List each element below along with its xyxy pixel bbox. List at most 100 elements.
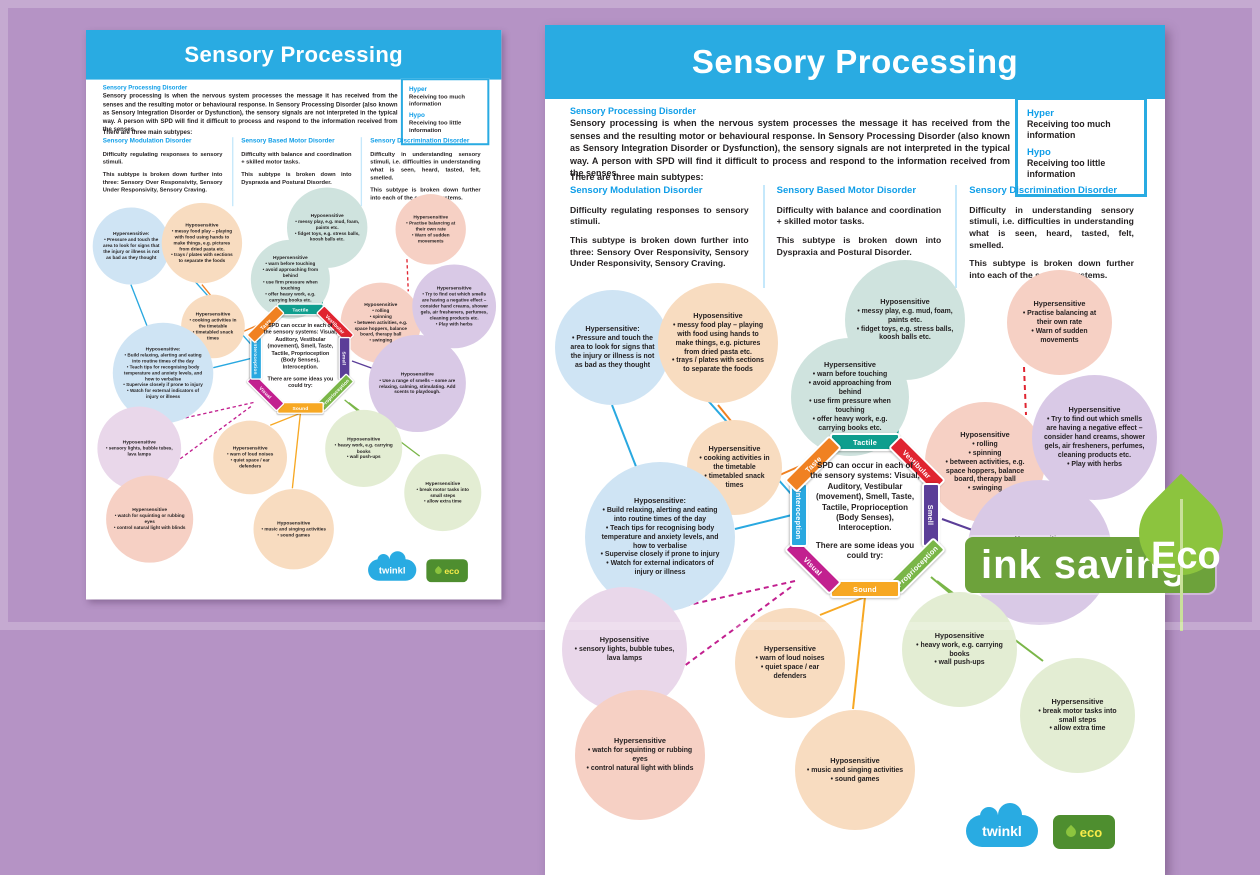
- subtype-column: Sensory Based Motor Disorder Difficulty …: [231, 137, 361, 207]
- octagon-edge-label: Interoception: [250, 336, 263, 380]
- bubble-body: • Try to find out which smells are havin…: [1043, 416, 1146, 468]
- map-bubble: Hyposensitive • music and singing activi…: [795, 710, 915, 830]
- bubble-body: • messy food play – playing with food us…: [171, 228, 233, 264]
- subtype-body-1: Difficulty regulating responses to senso…: [570, 204, 749, 227]
- bubble-heading: Hyposensitive: [934, 630, 985, 640]
- twinkl-logo: twinkl: [966, 803, 1038, 847]
- map-bubble: Hypersensitive • break motor tasks into …: [1020, 658, 1135, 773]
- bubble-heading: Hypersensitive:: [585, 324, 640, 334]
- poster-title-banner: Sensory Processing: [545, 25, 1165, 99]
- bubble-body: • Practise balancing at their own rate •…: [1022, 310, 1097, 344]
- map-bubble: Hypersensitive: • Pressure and touch the…: [92, 207, 170, 285]
- subtype-heading: Sensory Based Motor Disorder: [776, 185, 917, 196]
- bubble-body: • warn of loud noises • quiet space / ea…: [227, 452, 274, 469]
- bubble-heading: Hypersensitive: [1051, 696, 1104, 706]
- leaf-icon: [433, 565, 444, 576]
- subtypes-lead: There are three main subtypes:: [570, 172, 704, 182]
- map-bubble: Hyposensitive • messy food play – playin…: [161, 202, 243, 284]
- bubble-body: • Build relaxing, alerting and eating in…: [123, 352, 203, 400]
- subtype-heading: Sensory Based Motor Disorder: [241, 137, 335, 145]
- subtype-body-2: This subtype is broken down further into…: [570, 235, 749, 269]
- subtypes-lead: There are three main subtypes:: [102, 128, 193, 136]
- bubble-heading: Hyposensitive: [880, 296, 930, 306]
- subtype-body-2: This subtype is broken down into Dysprax…: [776, 235, 942, 257]
- map-bubble: Hyposensitive • messy food play – playin…: [658, 283, 778, 403]
- map-bubble: Hyposensitive • heavy work, e.g. carryin…: [902, 592, 1017, 707]
- map-bubble: Hypersensitive • warn of loud noises • q…: [213, 420, 287, 495]
- bubble-body: • warn before touching • avoid approachi…: [808, 371, 892, 432]
- sensory-processing-poster: Sensory Processing Sensory Processing Di…: [545, 25, 1165, 875]
- subtype-body-1: Difficulty with balance and coordination…: [776, 204, 942, 227]
- subtype-body-1: Difficulty regulating responses to senso…: [102, 150, 223, 165]
- intro-body: Sensory processing is when the nervous s…: [570, 118, 1010, 179]
- bubble-body: • Pressure and touch the area to look fo…: [103, 237, 160, 261]
- map-bubble: Hypersensitive • break motor tasks into …: [404, 454, 482, 532]
- bubble-body: • sensory lights, bubble tubes, lava lam…: [105, 446, 173, 457]
- intro-section: Sensory Processing Disorder Sensory proc…: [103, 84, 398, 134]
- map-bubble: Hypersensitive: • Pressure and touch the…: [555, 290, 670, 405]
- eco-badge-text: Eco: [1151, 535, 1221, 577]
- hyper-text: Receiving too much information: [408, 92, 465, 108]
- bubble-heading: Hyposensitive: [310, 211, 344, 218]
- map-bubble: Hypersensitive • watch for squinting or …: [575, 690, 705, 820]
- bubble-body: • Use a range of smells – some are relax…: [379, 378, 456, 395]
- map-bubble: Hypersensitive • Try to find out which s…: [412, 264, 497, 349]
- bubble-heading: Hyposensitive: [185, 221, 219, 228]
- twinkl-logo-text: twinkl: [982, 823, 1022, 839]
- subtype-heading: Sensory Discrimination Disorder: [370, 137, 470, 145]
- intro-heading: Sensory Processing Disorder: [102, 84, 188, 91]
- bubble-body: • heavy work, e.g. carrying books • wall…: [334, 443, 393, 460]
- intro-heading: Sensory Processing Disorder: [570, 106, 697, 116]
- bubble-heading: Hypersensitive: [708, 444, 761, 454]
- poster-title-banner: Sensory Processing: [86, 30, 502, 80]
- octagon-text-1: SPD can occur in each of the sensory sys…: [263, 322, 338, 370]
- bubble-heading: Hypersensitive: [1033, 299, 1086, 309]
- subtype-body-2: This subtype is broken down further into…: [102, 170, 223, 193]
- bubble-body: • music and singing activities • sound g…: [806, 766, 904, 783]
- hypo-label: Hypo: [408, 111, 425, 120]
- subtype-body-1: Difficulty with balance and coordination…: [241, 150, 352, 165]
- bubble-body: • messy food play – playing with food us…: [671, 321, 765, 374]
- eco-leaf-stem: [1180, 499, 1183, 631]
- hypo-text: Receiving too little information: [408, 119, 462, 134]
- bubble-body: • warn before touching • avoid approachi…: [262, 261, 319, 303]
- bubble-body: • break motor tasks into small steps • a…: [1038, 707, 1117, 733]
- bubble-body: • messy play, e.g. mud, foam, paints etc…: [856, 307, 954, 342]
- bubble-heading: Hyposensitive: [347, 435, 381, 442]
- map-bubble: Hypersensitive • watch for squinting or …: [106, 475, 194, 563]
- hyper-text: Receiving too much information: [1027, 119, 1111, 140]
- bubble-heading: Hyposensitive: [599, 635, 650, 645]
- bubble-body: • watch for squinting or rubbing eyes • …: [586, 747, 694, 772]
- map-bubble: Hyposensitive • heavy work, e.g. carryin…: [325, 409, 403, 487]
- hyper-label: Hyper: [408, 85, 427, 93]
- poster-left: Sensory Processing Sensory Processing Di…: [86, 30, 502, 600]
- octagon-text-2: There are some ideas you could try:: [267, 375, 334, 389]
- bubble-body: • watch for squinting or rubbing eyes • …: [113, 513, 186, 531]
- octagon-center-text: SPD can occur in each of the sensory sys…: [264, 322, 338, 389]
- bubble-heading: Hypersensitive: [413, 213, 449, 220]
- subtype-heading: Sensory Modulation Disorder: [102, 137, 192, 145]
- bubble-heading: Hyposensitive: [122, 438, 156, 445]
- map-bubble: Hypersensitive • Practise balancing at t…: [1007, 270, 1112, 375]
- hyper-hypo-box: Hyper Receiving too much information Hyp…: [1015, 97, 1147, 197]
- eco-logo-text: eco: [1079, 824, 1103, 840]
- eco-certified-logo: eco: [1053, 815, 1115, 849]
- poster-title: Sensory Processing: [184, 42, 404, 67]
- sensory-processing-poster: Sensory Processing Sensory Processing Di…: [86, 30, 502, 600]
- subtype-column: Sensory Based Motor Disorder Difficulty …: [762, 185, 956, 289]
- bubble-body: • music and singing activities • sound g…: [261, 526, 326, 538]
- bubble-heading: Hyposensitive: [364, 301, 398, 308]
- bubble-body: • rolling • spinning • between activitie…: [945, 440, 1025, 493]
- bubble-heading: Hypersensitive: [764, 644, 816, 654]
- subtype-heading: Sensory Modulation Disorder: [570, 185, 703, 196]
- intro-section: Sensory Processing Disorder Sensory proc…: [570, 105, 1010, 179]
- bubble-heading: Hypersensitive: [824, 360, 876, 370]
- bubble-heading: Hypersensitive: [425, 479, 461, 486]
- bubble-body: • Pressure and touch the area to look fo…: [570, 335, 655, 369]
- bubble-heading: Hyposensitive: [277, 519, 311, 526]
- bubble-heading: Hypersensitive:: [113, 230, 150, 237]
